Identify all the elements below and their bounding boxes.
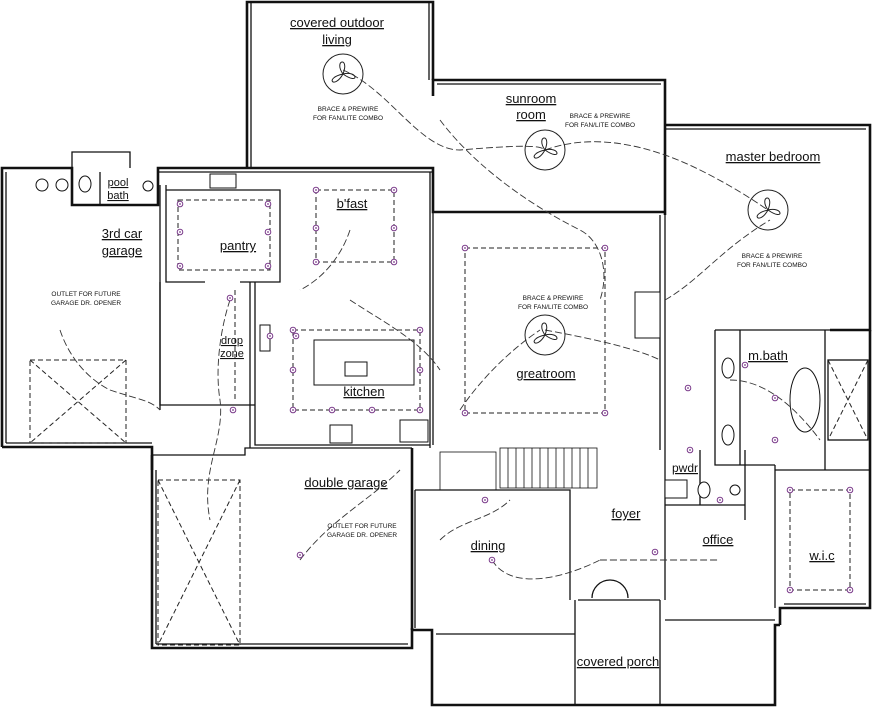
ceiling-fan-greatroom [524,314,566,356]
label-pool-bath: pool [108,177,129,189]
recessed-light-center [179,203,181,205]
recessed-light-center [315,261,317,263]
label-greatroom: greatroom [516,366,575,381]
note-outlet-3rd-garage-2: GARAGE DR. OPENER [51,300,121,307]
recessed-light-center [331,409,333,411]
recessed-light-center [393,227,395,229]
label-master-bedroom: master bedroom [726,149,821,164]
notes: BRACE & PREWIRE FOR FAN/LITE COMBO BRACE… [51,106,807,539]
recessed-light-center [267,265,269,267]
label-pwdr: pwdr [672,461,698,475]
note-outlet-double-garage: OUTLET FOR FUTURE [327,523,397,530]
recessed-light-center [267,203,269,205]
recessed-light-center [464,412,466,414]
recessed-light-center [267,231,269,233]
garage-door-double [157,479,241,646]
recessed-light-center [229,297,231,299]
label-drop-zone-2: zone [220,348,244,360]
note-fan-sunroom: BRACE & PREWIRE [570,113,631,120]
room-labels: covered outdoor living sunroom room mast… [102,15,835,669]
label-wic: w.i.c [808,548,835,563]
label-bfast: b'fast [337,196,368,211]
recessed-light-center [179,231,181,233]
note-fan-greatroom-2: FOR FAN/LITE COMBO [518,304,588,311]
recessed-light-center [719,499,721,501]
note-fan-outdoor-2: FOR FAN/LITE COMBO [313,115,383,122]
ceiling-outlines [177,189,851,591]
recessed-light-center [315,227,317,229]
recessed-light-center [315,189,317,191]
recessed-light-center [689,449,691,451]
label-covered-outdoor-living-2: living [322,32,352,47]
label-office: office [703,532,734,547]
note-outlet-3rd-garage: OUTLET FOR FUTURE [51,291,121,298]
ceiling-fan-outdoor [322,53,364,95]
label-covered-porch: covered porch [577,654,659,669]
fixtures [35,173,741,499]
note-fan-master-2: FOR FAN/LITE COMBO [737,262,807,269]
label-3rd-car-garage: 3rd car [102,226,143,241]
recessed-light-center [654,551,656,553]
recessed-light-center [604,412,606,414]
recessed-light-center [292,369,294,371]
recessed-light-center [419,329,421,331]
label-3rd-car-garage-2: garage [102,243,142,258]
recessed-light-center [744,364,746,366]
recessed-light-center [491,559,493,561]
label-double-garage: double garage [304,475,387,490]
recessed-light-center [849,489,851,491]
staircase [439,447,598,491]
recessed-light-center [292,329,294,331]
recessed-light-center [604,247,606,249]
recessed-light-center [232,409,234,411]
recessed-light-center [393,189,395,191]
note-fan-outdoor: BRACE & PREWIRE [318,106,379,113]
recessed-light-center [419,409,421,411]
wiring [59,69,821,580]
label-sunroom: sunroom [506,91,557,106]
note-outlet-double-garage-2: GARAGE DR. OPENER [327,532,397,539]
recessed-light-center [295,335,297,337]
label-sunroom-2: room [516,107,546,122]
recessed-light-center [484,499,486,501]
garage-door-3rd-car [29,359,127,444]
label-pantry: pantry [220,238,257,253]
note-fan-greatroom: BRACE & PREWIRE [523,295,584,302]
recessed-light-center [774,397,776,399]
recessed-light-center [419,369,421,371]
label-covered-outdoor-living: covered outdoor [290,15,385,30]
recessed-light-center [371,409,373,411]
recessed-light-center [299,554,301,556]
recessed-light-center [849,589,851,591]
recessed-light-center [179,265,181,267]
tub-m-bath-skylight [789,359,869,441]
ceiling-fan-master [747,189,789,231]
note-fan-master: BRACE & PREWIRE [742,253,803,260]
recessed-light-center [269,335,271,337]
recessed-light-center [789,489,791,491]
recessed-light-center [464,247,466,249]
recessed-light-center [774,439,776,441]
note-fan-sunroom-2: FOR FAN/LITE COMBO [565,122,635,129]
label-dining: dining [471,538,506,553]
ceiling-fan-sunroom [524,129,566,171]
recessed-light-center [393,261,395,263]
label-kitchen: kitchen [343,384,384,399]
label-foyer: foyer [612,506,642,521]
recessed-light-center [687,387,689,389]
label-drop-zone: drop [221,335,243,347]
recessed-light-center [292,409,294,411]
label-m-bath: m.bath [748,348,788,363]
label-pool-bath-2: bath [107,190,128,202]
recessed-light-center [789,589,791,591]
recessed-lights [176,186,854,594]
